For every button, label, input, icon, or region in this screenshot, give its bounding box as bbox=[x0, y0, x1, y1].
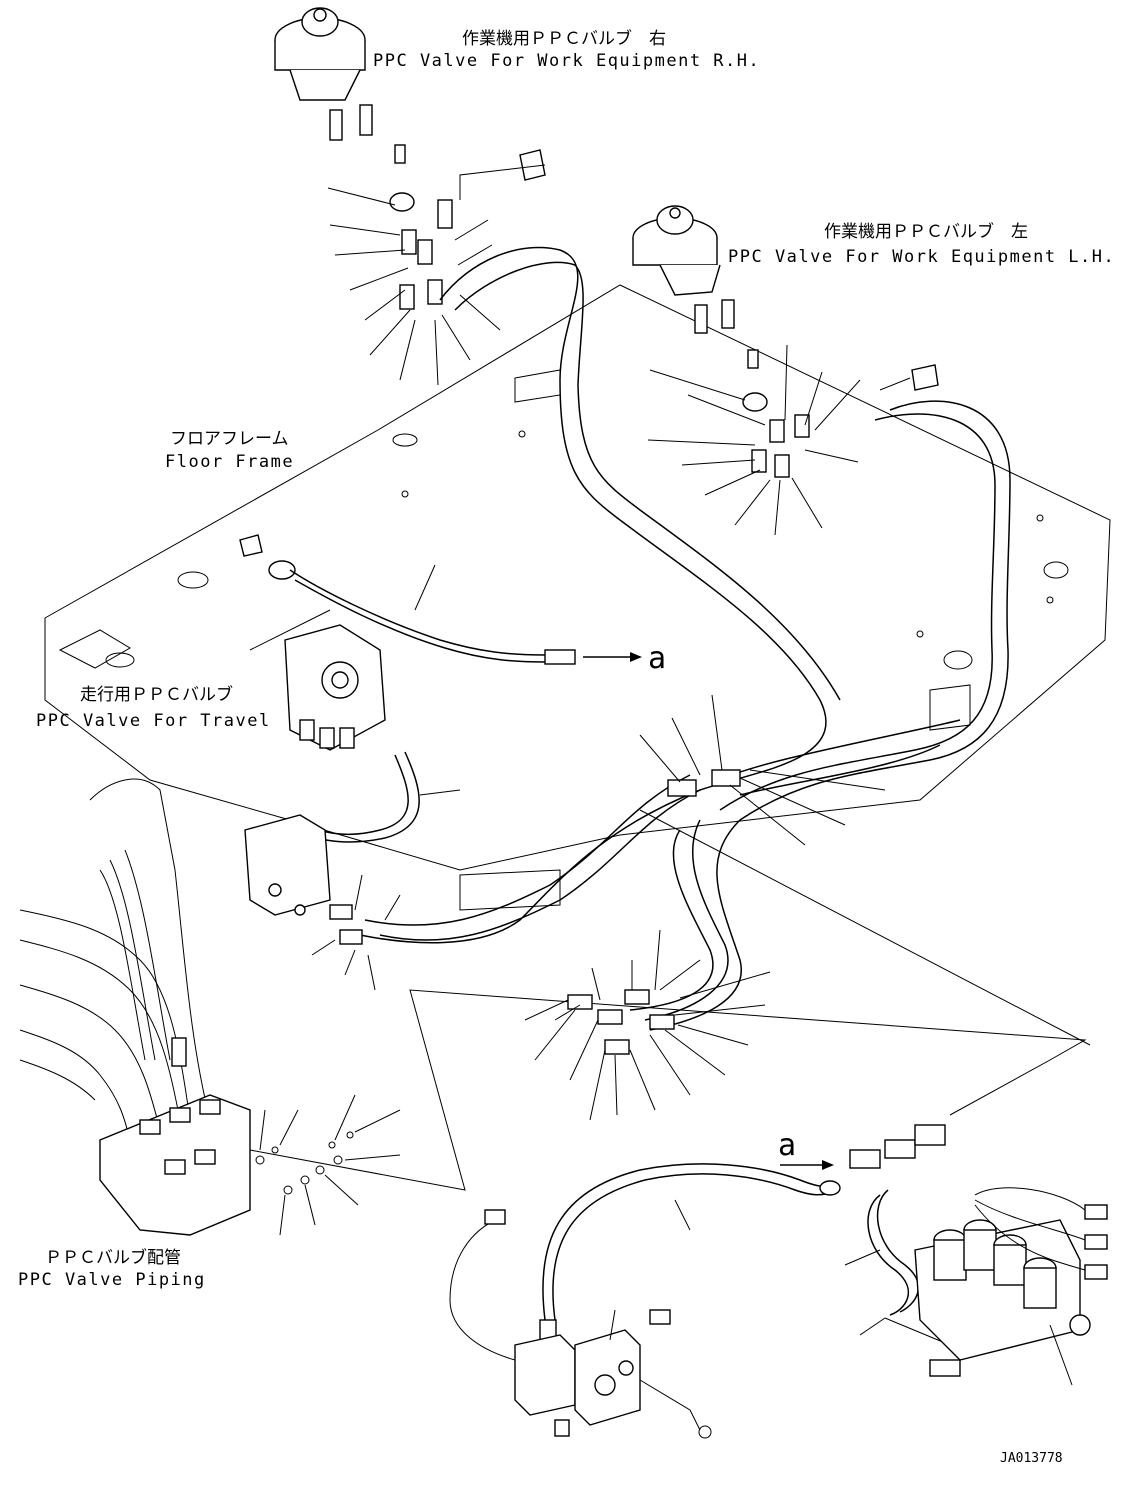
hose-to-a bbox=[239, 534, 642, 665]
rh-ppc-valve bbox=[274, 7, 546, 181]
floor-frame-title-jp: フロアフレーム bbox=[170, 429, 289, 449]
travel-valve-title-jp: 走行用ＰＰＣバルブ bbox=[80, 684, 233, 705]
piping-title-en: PPC Valve Piping bbox=[18, 1270, 206, 1290]
ppc-piping-block bbox=[99, 989, 1087, 1236]
travel-valve-title-en: PPC Valve For Travel bbox=[36, 711, 271, 731]
floor-frame-title-en: Floor Frame bbox=[165, 452, 294, 472]
travel-hose bbox=[299, 751, 461, 843]
center-fitting-cluster bbox=[524, 929, 771, 1121]
rh-connector-cluster bbox=[327, 164, 546, 386]
lh-valve-title-jp: 作業機用ＰＰＣバルブ 左 bbox=[824, 221, 1028, 242]
rh-valve-title-jp: 作業機用ＰＰＣバルブ 右 bbox=[462, 28, 666, 49]
rh-valve-title-en: PPC Valve For Work Equipment R.H. bbox=[373, 51, 760, 71]
piping-title-jp: ＰＰＣバルブ配管 bbox=[45, 1247, 181, 1268]
floor-frame bbox=[44, 284, 1111, 911]
middle-fittings bbox=[639, 694, 1091, 1046]
travel-ppc-valve bbox=[249, 609, 386, 751]
lh-connector-cluster bbox=[647, 344, 911, 536]
drawing-number: JA013778 bbox=[1000, 1451, 1063, 1466]
ref-a-upper: a bbox=[648, 641, 666, 676]
bottom-solenoid bbox=[449, 1209, 712, 1439]
lower-hose-a bbox=[539, 1160, 841, 1343]
right-solenoid-bank bbox=[844, 1124, 1108, 1386]
wiring-harness bbox=[19, 778, 211, 1141]
lh-valve-title-en: PPC Valve For Work Equipment L.H. bbox=[728, 247, 1115, 267]
lh-ppc-valve bbox=[632, 205, 939, 391]
block-valve bbox=[244, 814, 401, 991]
ref-a-lower: a bbox=[778, 1128, 796, 1163]
hose-bundles bbox=[359, 246, 1011, 1031]
